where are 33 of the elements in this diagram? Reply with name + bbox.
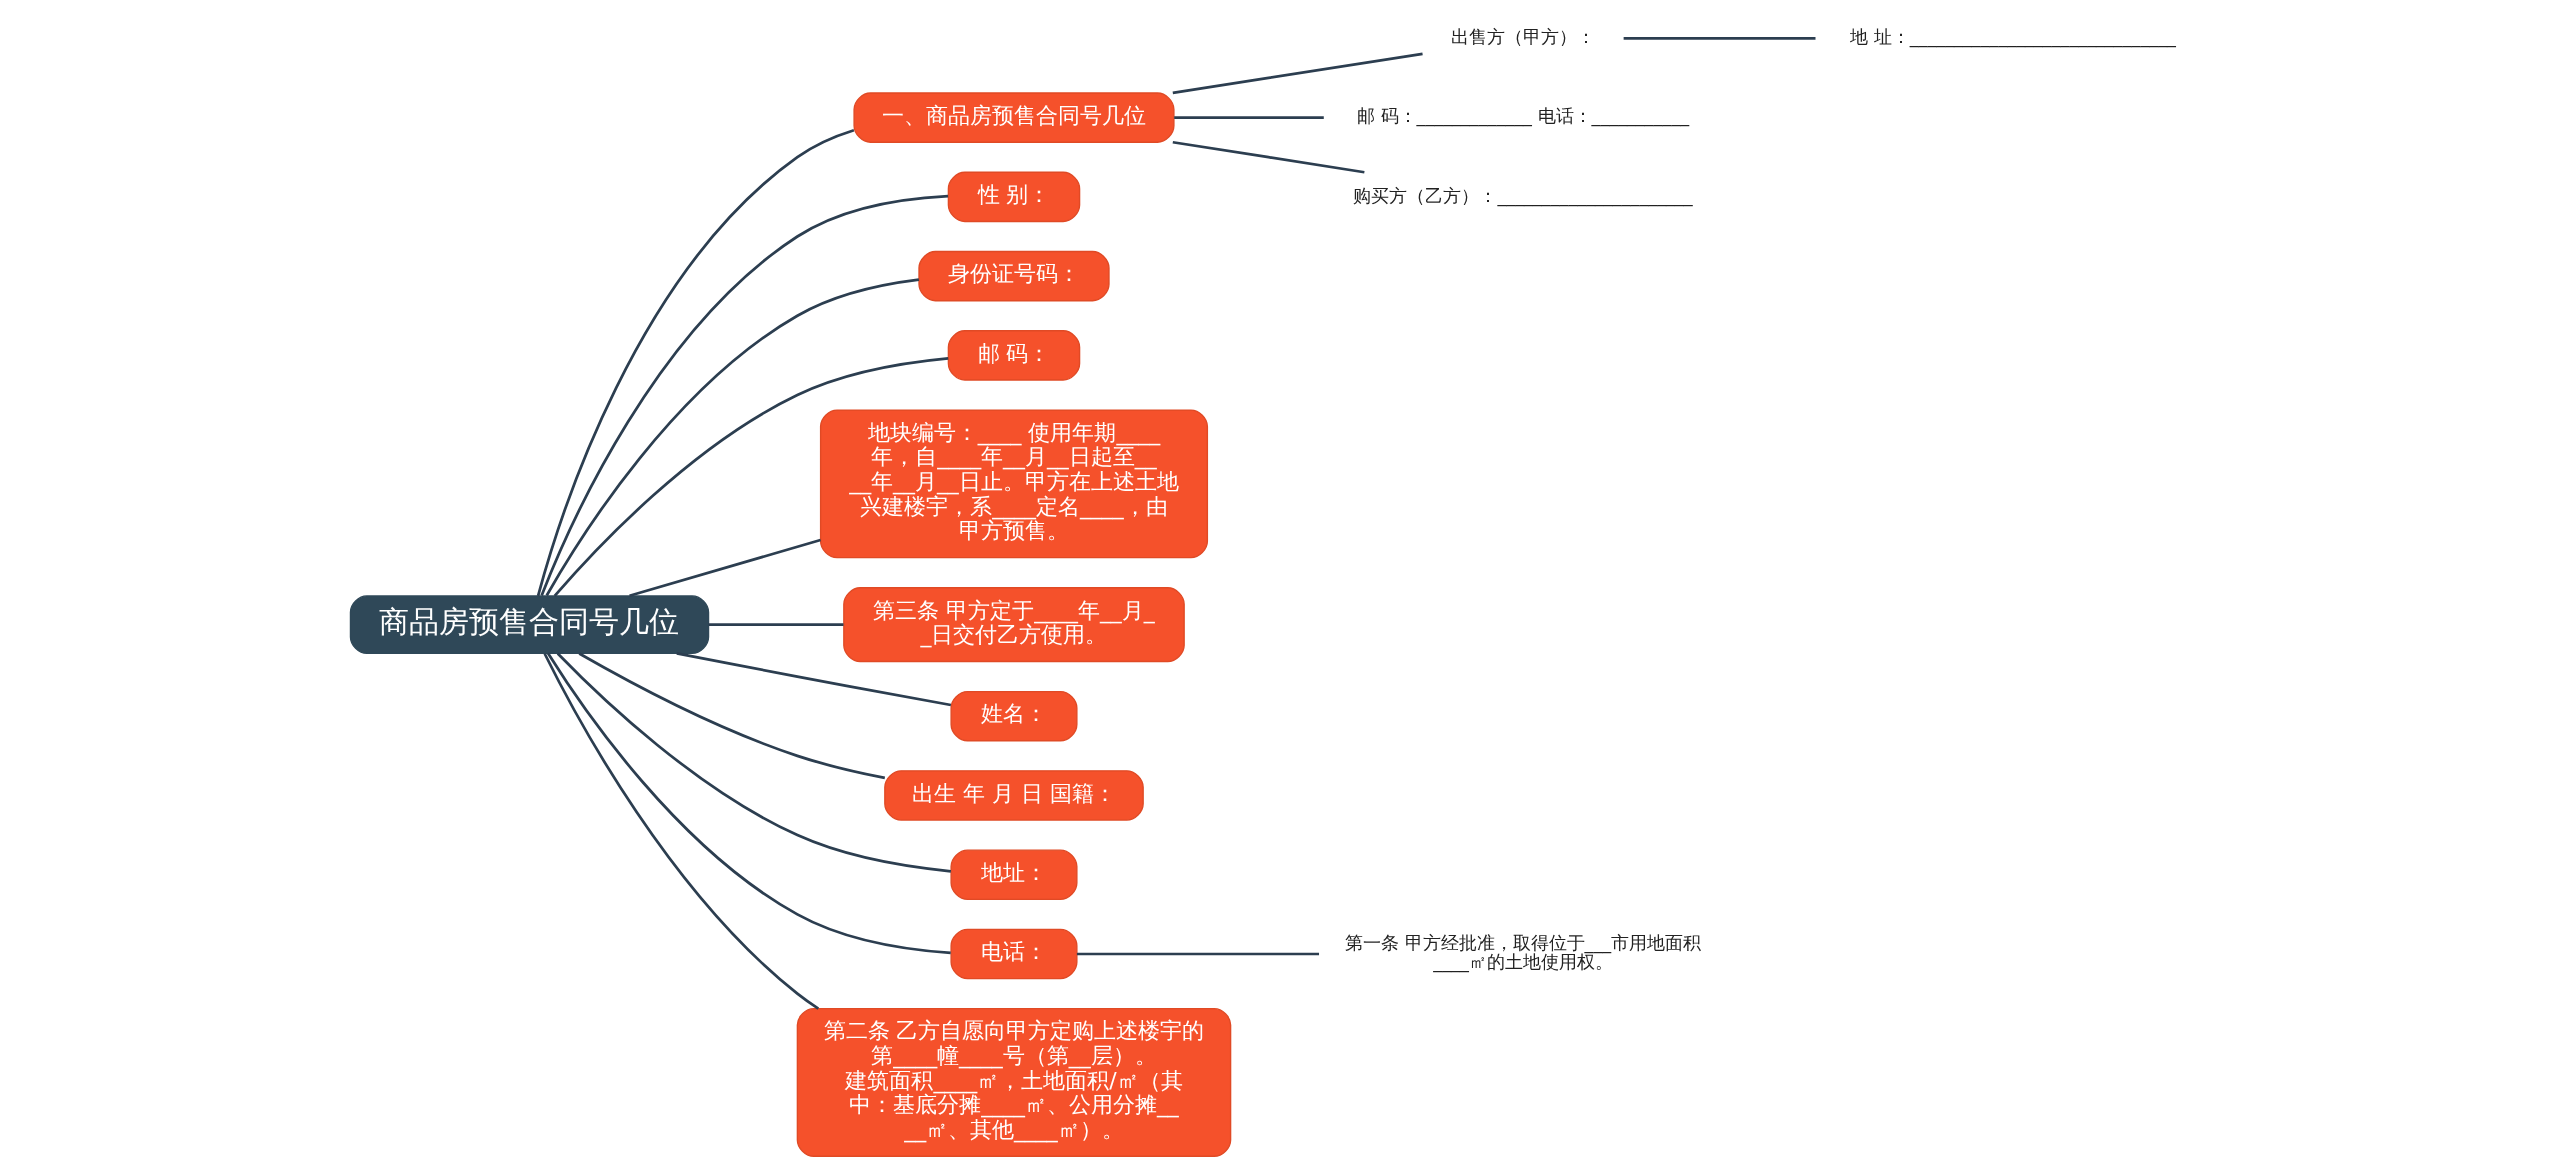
node-text: 出售方（甲方）： bbox=[1450, 26, 1595, 47]
connector bbox=[556, 652, 951, 873]
connector bbox=[1172, 140, 1365, 174]
node-box: 身份证号码： bbox=[917, 250, 1110, 302]
connector bbox=[676, 652, 951, 707]
node-box: 出生 年 月 日 国籍： bbox=[883, 770, 1144, 821]
node-text: 第一条 甲方经批准，取得位于___市用地面积____㎡的土地使用权。 bbox=[1344, 933, 1701, 973]
node-box: 第三条 甲方定于____年__月__日交付乙方使用。 bbox=[842, 587, 1185, 663]
connector bbox=[1172, 52, 1423, 95]
connector bbox=[1173, 116, 1324, 119]
node-box: 商品房预售合同号几位 bbox=[349, 595, 709, 654]
node-box: 第二条 乙方自愿向甲方定购上述楼宇的第____幢____号（第__层）。建筑面积____㎡，土地面积/㎡（其中：基底分摊____㎡、公用分摊____㎡、其他____㎡）。 bbox=[796, 1008, 1231, 1157]
connector bbox=[708, 623, 843, 626]
node-text: 购买方（乙方）：______________________ bbox=[1352, 185, 1693, 206]
node-box: 一、商品房预售合同号几位 bbox=[852, 92, 1175, 143]
node-box: 地址： bbox=[949, 849, 1078, 901]
connector bbox=[545, 278, 919, 597]
node-text: 地 址：______________________________ bbox=[1849, 26, 2176, 47]
node-box: 电话： bbox=[949, 928, 1078, 980]
node-box: 地块编号：____ 使用年期____年，自____年__月__日起至____年__月__日止。甲方在上述土地兴建楼宇，系____定名____，由甲方预售。 bbox=[819, 409, 1208, 559]
node-text: 邮 码：_____________ 电话：___________ bbox=[1356, 106, 1689, 127]
connector bbox=[1076, 952, 1319, 956]
connector bbox=[553, 357, 948, 597]
connector bbox=[543, 653, 819, 1010]
connector bbox=[578, 652, 885, 780]
connector bbox=[1623, 36, 1815, 40]
connector bbox=[536, 129, 854, 597]
connector bbox=[546, 652, 951, 955]
connector bbox=[539, 194, 948, 596]
node-box: 性 别： bbox=[947, 171, 1080, 223]
connector bbox=[628, 538, 821, 598]
node-box: 姓名： bbox=[949, 690, 1078, 742]
node-box: 邮 码： bbox=[947, 330, 1080, 381]
